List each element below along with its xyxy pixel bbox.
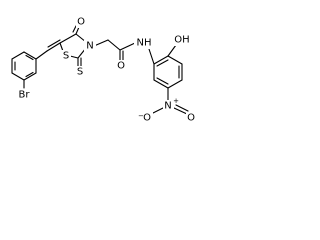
bond bbox=[119, 42, 136, 51]
bond-double bbox=[47, 39, 61, 48]
amide-nh-label: NH bbox=[137, 38, 152, 49]
bond-double bbox=[175, 104, 189, 112]
ketone-oxygen-label: O bbox=[77, 17, 85, 28]
bond bbox=[23, 72, 37, 81]
bond bbox=[46, 42, 61, 52]
bond bbox=[69, 55, 79, 59]
ring-sulfur-label: S bbox=[63, 51, 69, 62]
bond-double bbox=[25, 71, 34, 78]
bond bbox=[173, 107, 188, 115]
bond bbox=[35, 50, 48, 60]
nitro-oxygen-left-label: O bbox=[143, 113, 151, 124]
nitro-oxygen-right-label: O bbox=[187, 113, 195, 124]
thione-sulfur-label: S bbox=[77, 67, 83, 78]
nitro-nitrogen-label: N bbox=[164, 101, 171, 112]
bond bbox=[75, 26, 80, 35]
bond bbox=[167, 44, 177, 57]
bond-double bbox=[25, 54, 34, 61]
chemical-structure-drawing: Br O S N S O NH OH N + O − O bbox=[11, 16, 197, 124]
bond bbox=[107, 39, 121, 51]
nitro-nitrogen-charge: + bbox=[173, 97, 179, 105]
bond bbox=[153, 55, 169, 65]
bond bbox=[23, 51, 37, 60]
bond bbox=[167, 79, 183, 89]
nitro-oxygen-left-charge: − bbox=[138, 112, 144, 120]
hydroxyl-label: OH bbox=[174, 35, 189, 46]
bond bbox=[93, 39, 109, 47]
atom-labels: Br O S N S O NH OH N + O − O bbox=[16, 16, 197, 124]
ring-nitrogen-label: N bbox=[86, 41, 93, 52]
bond-double bbox=[72, 25, 77, 33]
bond-double bbox=[156, 77, 169, 85]
bond bbox=[167, 55, 183, 65]
bond bbox=[59, 33, 77, 44]
bromophenyl-ring bbox=[11, 51, 37, 89]
amide-oxygen-label: O bbox=[117, 61, 125, 72]
methylidene-linker bbox=[35, 39, 61, 60]
bond bbox=[11, 72, 25, 81]
bond bbox=[11, 51, 25, 60]
bond-double bbox=[156, 59, 169, 67]
bond bbox=[153, 79, 169, 89]
bromine-atom-label: Br bbox=[19, 90, 31, 101]
thiazolidinone-ring bbox=[59, 25, 87, 67]
acetamide-chain bbox=[93, 39, 136, 61]
